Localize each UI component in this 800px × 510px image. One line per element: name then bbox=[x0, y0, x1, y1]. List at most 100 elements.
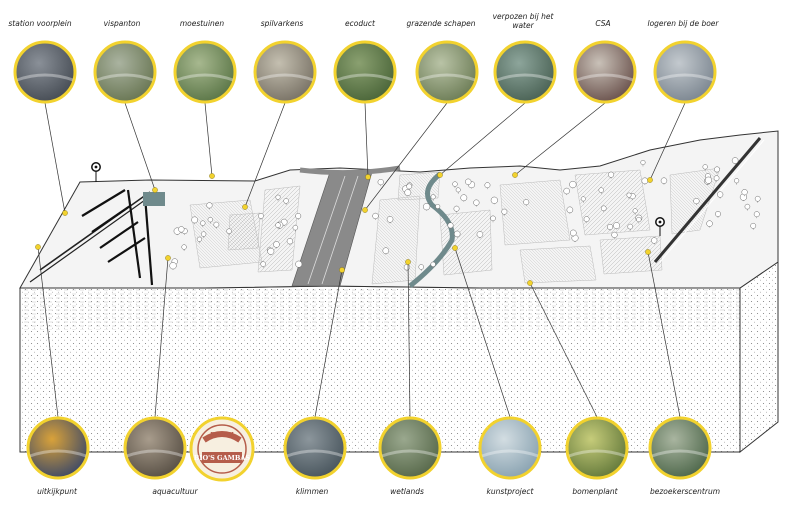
callout-leaders bbox=[35, 102, 686, 418]
callout-dot bbox=[405, 259, 411, 265]
tree-crown bbox=[206, 202, 213, 209]
top-photo-4 bbox=[333, 40, 397, 104]
leader-line bbox=[647, 251, 681, 418]
photo-circle bbox=[648, 416, 712, 480]
photo-horizon bbox=[96, 73, 154, 82]
top-photo-8 bbox=[653, 40, 717, 104]
photo-circle bbox=[253, 40, 317, 104]
top-photo-3 bbox=[253, 40, 317, 104]
bottom-photo-3 bbox=[378, 416, 442, 480]
tree-crown bbox=[181, 244, 187, 250]
photo-horizon bbox=[496, 73, 554, 82]
tree-crown bbox=[273, 241, 280, 248]
bottom-photo-2 bbox=[283, 416, 347, 480]
tree-crown bbox=[490, 196, 498, 204]
photo-horizon bbox=[256, 73, 314, 82]
road-marking bbox=[307, 175, 346, 285]
rail-track bbox=[29, 199, 146, 283]
label-ecoduct: ecoduct bbox=[345, 19, 375, 28]
top-photo-1 bbox=[93, 40, 157, 104]
field-parcel bbox=[599, 235, 663, 275]
trees bbox=[169, 157, 761, 272]
tree-crown bbox=[292, 224, 299, 231]
leader-line bbox=[649, 102, 686, 181]
river bbox=[408, 172, 455, 288]
photo-circle bbox=[653, 40, 717, 104]
photo-horizon bbox=[16, 73, 74, 82]
callout-dot bbox=[647, 177, 653, 183]
tree-crown bbox=[632, 208, 638, 214]
label-uitkijkpunt: uitkijkpunt bbox=[37, 487, 77, 496]
top-photo-5 bbox=[415, 40, 479, 104]
road-marking bbox=[321, 175, 359, 285]
tree-crown bbox=[196, 236, 203, 242]
bottom-photo-1 bbox=[123, 416, 187, 480]
tree-crown bbox=[213, 221, 220, 228]
tree-crown bbox=[226, 228, 232, 234]
label-klimmen: klimmen bbox=[295, 487, 329, 496]
label-spilvarkens: spilvarkens bbox=[260, 19, 304, 28]
tree-crown bbox=[566, 206, 574, 214]
tree-crown bbox=[714, 166, 720, 173]
tree-crown bbox=[706, 220, 713, 227]
photo-circle bbox=[565, 416, 629, 480]
tree-crown bbox=[744, 203, 751, 210]
leader-line bbox=[364, 102, 369, 178]
leader-line bbox=[37, 246, 59, 418]
photo-horizon bbox=[481, 449, 539, 458]
label-bezoekerscentrum: bezoekerscentrum bbox=[649, 487, 721, 496]
label-vispanton: vispanton bbox=[103, 19, 141, 28]
street-blocks bbox=[81, 189, 154, 286]
tree-crown bbox=[406, 183, 413, 190]
photo-horizon bbox=[568, 449, 626, 458]
leader-line bbox=[154, 257, 169, 418]
top-photo-6 bbox=[493, 40, 557, 104]
photo-circle bbox=[478, 416, 542, 480]
tree-crown bbox=[200, 231, 207, 237]
tree-crown bbox=[377, 179, 384, 186]
tree-crown bbox=[569, 229, 577, 237]
photo-circle bbox=[26, 416, 90, 480]
photo-circle bbox=[415, 40, 479, 104]
tree-crown bbox=[207, 217, 213, 223]
callout-dot bbox=[437, 172, 443, 178]
leader-line bbox=[314, 269, 343, 418]
callout-dot bbox=[512, 172, 518, 178]
leader-line bbox=[439, 102, 526, 176]
callout-dot bbox=[362, 207, 368, 213]
tree-crown bbox=[447, 222, 454, 229]
tree-crown bbox=[453, 205, 460, 212]
tree-crown bbox=[750, 222, 757, 229]
tree-crown bbox=[435, 203, 441, 209]
leader-line bbox=[407, 261, 411, 418]
ecoduct-bridge bbox=[299, 165, 401, 176]
right-trail-center bbox=[659, 139, 765, 263]
tree-crown bbox=[275, 194, 281, 200]
tree-crown bbox=[734, 178, 740, 184]
bottom-photo-0 bbox=[26, 416, 90, 480]
tree-crown bbox=[583, 216, 590, 223]
label-aquacultuur: aquacultuur bbox=[152, 487, 198, 496]
tree-crown bbox=[283, 198, 289, 204]
tree-crown bbox=[640, 159, 646, 165]
tree-crown bbox=[717, 191, 724, 198]
field-parcel bbox=[371, 195, 421, 285]
label-kunstproject: kunstproject bbox=[486, 487, 534, 496]
visitor-center-marker bbox=[655, 217, 665, 236]
tree-crown bbox=[713, 175, 720, 182]
leader-line bbox=[204, 102, 213, 177]
tree-crown bbox=[741, 189, 748, 196]
tree-crown bbox=[460, 194, 468, 202]
label-bomenplant: bomenplant bbox=[572, 487, 618, 496]
tree-crown bbox=[295, 213, 302, 219]
leader-line bbox=[124, 102, 156, 191]
photo-circle bbox=[173, 40, 237, 104]
vispanton-pond bbox=[143, 192, 165, 206]
sign-brand-text: BIO'S GAMBAS bbox=[194, 454, 250, 462]
photo-horizon bbox=[176, 73, 234, 82]
tree-crown bbox=[476, 231, 484, 238]
tree-crown bbox=[295, 260, 303, 268]
label-moestuinen: moestuinen bbox=[179, 19, 225, 28]
tree-crown bbox=[501, 208, 508, 215]
